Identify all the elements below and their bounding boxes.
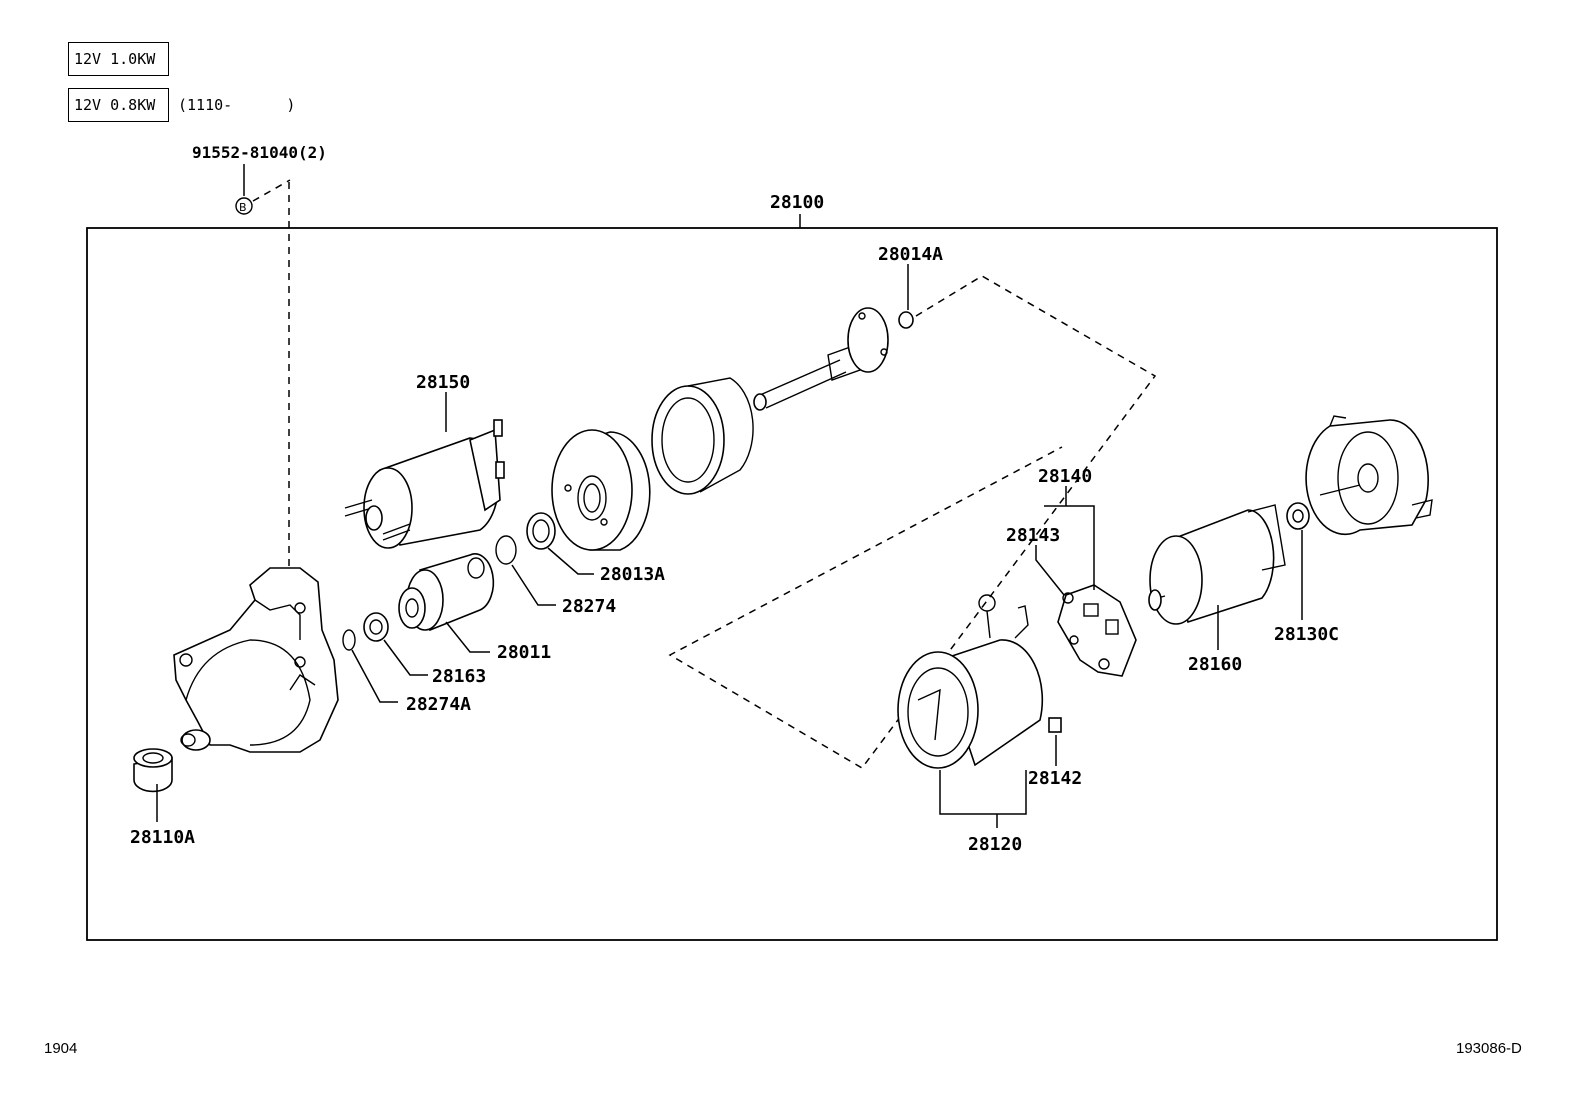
label-28130C: 28130C (1274, 624, 1339, 645)
callout-marker-circle (235, 197, 253, 215)
leader-28163 (383, 639, 428, 676)
part-28274-snap-ring (495, 535, 517, 565)
part-28163-washer (363, 612, 389, 642)
part-center-housing (551, 429, 651, 551)
leader-28143 (1035, 545, 1065, 596)
part-28150-solenoid (344, 419, 505, 549)
part-28140-brush-holder (1057, 584, 1137, 677)
footer-left-code: 1904 (44, 1040, 78, 1057)
leader-28274A (351, 649, 398, 703)
part-28274A-snap-ring (342, 629, 356, 651)
label-28274: 28274 (562, 596, 616, 617)
label-28014A: 28014A (878, 244, 943, 265)
assembly-frame (86, 227, 1498, 941)
footer-right-code: 193086-D (1456, 1040, 1522, 1057)
leader-28013A (547, 547, 594, 575)
part-28160-armature (1148, 504, 1286, 625)
callout-marker-letter: B (239, 201, 247, 214)
part-commutator-end-frame (1305, 415, 1433, 536)
spec-label: 12V 1.0KW (74, 50, 156, 68)
part-28014A-bushing (898, 311, 914, 329)
callout-dash (252, 179, 291, 202)
label-28274A: 28274A (406, 694, 471, 715)
label-28160: 28160 (1188, 654, 1242, 675)
label-28120: 28120 (968, 834, 1022, 855)
label-28140: 28140 (1038, 466, 1092, 487)
assembly-dash-envelope (668, 275, 1157, 769)
label-28110A: 28110A (130, 827, 195, 848)
spec-box-1kw: 12V 1.0KW (68, 42, 169, 76)
label-28163: 28163 (432, 666, 486, 687)
spec-range-note: (1110- ) (178, 96, 296, 114)
label-28142: 28142 (1028, 768, 1082, 789)
leader-28011 (445, 621, 490, 653)
part-28110A-bushing (133, 748, 173, 793)
spec-box-08kw: 12V 0.8KW (68, 88, 169, 122)
part-drive-housing (173, 567, 339, 753)
label-28143: 28143 (1006, 525, 1060, 546)
part-ring-gear-housing (651, 377, 754, 495)
leader-28274 (511, 564, 556, 606)
label-28013A: 28013A (600, 564, 665, 585)
label-28011: 28011 (497, 642, 551, 663)
callout-part-number: 91552-81040(2) (192, 143, 327, 162)
part-28011-pinion-clutch (398, 553, 495, 632)
bracket-28120 (939, 770, 1027, 815)
part-28130C-bearing (1286, 502, 1310, 530)
part-28013A-bearing (526, 512, 556, 550)
part-planetary-shaft (753, 307, 889, 411)
assembly-number: 28100 (770, 192, 824, 213)
spec-label: 12V 0.8KW (74, 96, 156, 114)
bracket-28140 (1044, 505, 1095, 590)
label-28150: 28150 (416, 372, 470, 393)
part-28120-field-yoke (897, 594, 1044, 769)
part-28142-terminal (1048, 717, 1062, 733)
